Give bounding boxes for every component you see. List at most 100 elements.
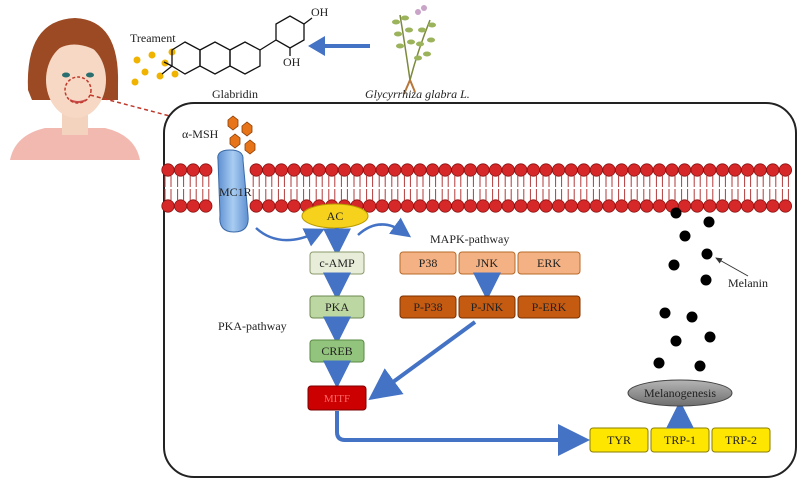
- zoom-circle: [64, 76, 92, 104]
- lipid-head: [766, 163, 780, 177]
- lipid-head: [451, 163, 465, 177]
- trp2-node: [711, 427, 771, 453]
- lipid-head: [715, 163, 730, 177]
- treatment-group: Treament: [130, 31, 179, 86]
- lipid-head: [161, 199, 175, 213]
- shoulders: [10, 128, 140, 160]
- cell-boundary: [163, 102, 797, 478]
- lipid-head: [766, 199, 780, 213]
- fringe: [42, 35, 108, 60]
- cell-membrane: [161, 163, 793, 213]
- left-eye: [62, 72, 70, 78]
- lipid-head: [577, 199, 591, 213]
- lipid-head: [186, 163, 200, 177]
- extraction-arrow: [308, 36, 370, 56]
- lipid-head: [652, 199, 667, 213]
- melanin-label: Melanin: [728, 276, 768, 290]
- pka-label: PKA: [325, 300, 349, 314]
- ligand-label: α-MSH: [182, 127, 219, 141]
- lipid-head: [476, 163, 490, 177]
- treatment-label: Treament: [130, 31, 176, 45]
- melanin-pointer: [715, 257, 749, 277]
- lipid-head: [199, 163, 213, 177]
- perk-label: P-ERK: [532, 300, 567, 314]
- lipid-head: [375, 199, 389, 213]
- oh-label-top: OH: [311, 5, 329, 19]
- mitf-to-enzymes-arrow: [335, 411, 590, 456]
- p38-label: P38: [419, 256, 438, 270]
- mitf-node: [307, 385, 367, 411]
- receptor-label: MC1R: [219, 185, 252, 199]
- pka-chain: c-AMP PKA CREB MITF: [307, 228, 367, 411]
- glabridin-structure: [161, 15, 313, 75]
- lipid-head: [350, 163, 364, 177]
- compound-name: Glabridin: [212, 87, 258, 101]
- lipid-head: [262, 163, 276, 177]
- lipid-head: [703, 163, 717, 177]
- lipid-head: [199, 199, 213, 213]
- lipid-head: [640, 163, 654, 177]
- pjnk-to-mitf-arrow: [368, 320, 477, 401]
- lipid-head: [728, 199, 742, 213]
- lipid-head: [514, 163, 528, 177]
- erk-node: [517, 251, 581, 275]
- right-eye: [86, 72, 94, 78]
- lipid-head: [488, 199, 503, 213]
- lipid-head: [388, 199, 402, 213]
- lipid-head: [400, 199, 414, 213]
- lipid-head: [438, 199, 452, 213]
- lipid-head: [463, 163, 477, 177]
- lipid-head: [614, 163, 629, 177]
- mitf-label: MITF: [324, 393, 350, 405]
- plant-name: Glycyrrhiza glabra L.: [365, 87, 470, 101]
- perk-node: [517, 295, 581, 319]
- lipid-head: [703, 199, 717, 213]
- zoom-line: [89, 94, 186, 121]
- lipid-head: [728, 163, 742, 177]
- lipid-head: [451, 199, 465, 213]
- lipid-head: [413, 163, 427, 177]
- camp-label: c-AMP: [319, 256, 355, 270]
- lipid-head: [627, 163, 641, 177]
- ac-node: [301, 203, 369, 229]
- lipid-head: [589, 163, 604, 177]
- lipid-head: [174, 199, 188, 213]
- tyr-label: TYR: [607, 433, 631, 447]
- lipid-head: [778, 199, 793, 213]
- lipid-head: [249, 199, 263, 213]
- lipid-head: [413, 199, 427, 213]
- lipid-head: [249, 163, 263, 177]
- lipid-head: [388, 163, 402, 177]
- lipid-head: [539, 199, 553, 213]
- receptor-to-ac-arrow: [255, 227, 325, 247]
- lipid-head: [539, 163, 553, 177]
- lipid-head: [325, 163, 339, 177]
- lipid-head: [476, 199, 490, 213]
- pjnk-node: [458, 295, 516, 319]
- lipid-head: [677, 163, 692, 177]
- enzyme-row: TYR TRP-1 TRP-2: [589, 427, 771, 453]
- melanogenesis-label: Melanogenesis: [644, 386, 716, 400]
- lipid-head: [262, 199, 276, 213]
- lipid-head: [602, 163, 616, 177]
- lipid-head: [602, 199, 616, 213]
- phospho-mapk-row: P-P38 P-JNK P-ERK: [399, 295, 581, 319]
- ac-to-mapk-arrow: [357, 217, 412, 238]
- trp1-label: TRP-1: [664, 433, 696, 447]
- lipid-head: [740, 199, 755, 213]
- lipid-head: [652, 163, 667, 177]
- lipid-head: [400, 163, 414, 177]
- tyr-node: [589, 427, 649, 453]
- lipid-head: [438, 163, 452, 177]
- treatment-dots: [131, 48, 179, 86]
- lipid-head: [362, 163, 377, 177]
- melanin-granules: [653, 207, 716, 372]
- lipid-head: [526, 199, 541, 213]
- erk-label: ERK: [537, 256, 561, 270]
- mapk-pathway-label: MAPK-pathway: [430, 232, 509, 246]
- p38-node: [399, 251, 457, 275]
- lipid-head: [501, 199, 515, 213]
- lipid-head: [186, 199, 200, 213]
